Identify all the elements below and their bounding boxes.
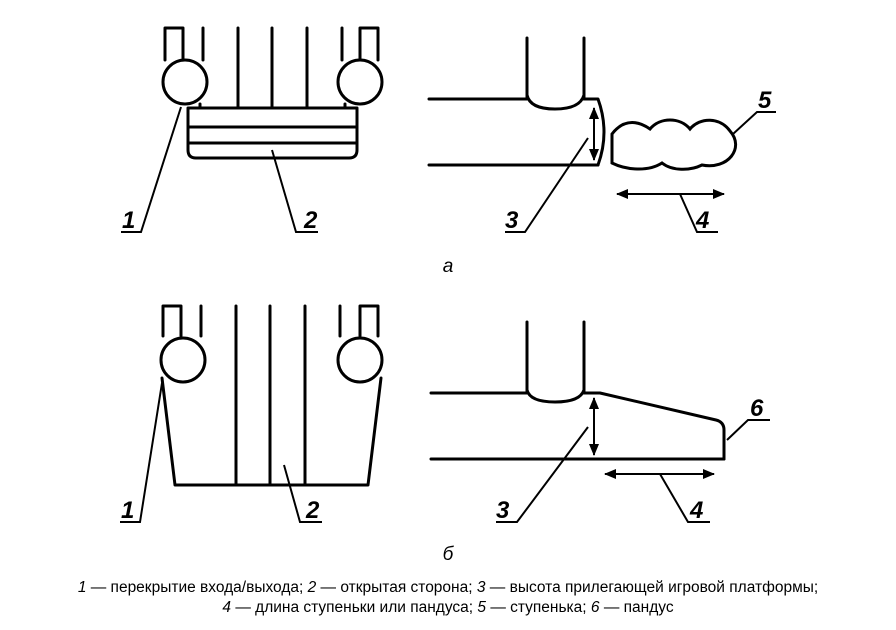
legend-text-6: — пандус [599, 599, 674, 616]
callout-1-a: 1 [122, 207, 135, 234]
ramp-outline-b [160, 376, 383, 487]
callout-4-a: 4 [695, 207, 709, 234]
leader-1-b [120, 382, 163, 523]
legend-num-3: 3 [476, 579, 486, 596]
callout-2-b: 2 [305, 497, 320, 524]
step-bumps-a [610, 118, 738, 171]
panel-a-top-view: 1 2 [121, 26, 384, 234]
wall-b [429, 320, 726, 461]
callout-1-b: 1 [121, 497, 134, 524]
post-base-b [525, 388, 586, 404]
post-right-a [336, 58, 384, 106]
legend-num-1: 1 [77, 579, 87, 596]
leader-3-a [505, 137, 589, 233]
legend-text-3: — высота прилегающей игровой платформы; [485, 579, 819, 596]
post-right-b [336, 336, 384, 384]
leader-5-a [732, 111, 776, 135]
figure-caption: 1 — перекрытие входа/выхода; 2 — открыта… [0, 578, 896, 618]
step-outline-a [186, 106, 359, 160]
callout-2-a: 2 [303, 207, 318, 234]
callout-6-b: 6 [750, 395, 764, 422]
callout-3-a: 3 [505, 207, 519, 234]
leader-3-b [496, 426, 589, 523]
callout-4-b: 4 [689, 497, 703, 524]
leader-2-b [283, 464, 322, 523]
callout-3-b: 3 [496, 497, 510, 524]
legend-num-4: 4 [222, 599, 232, 616]
legend-num-2: 2 [307, 579, 317, 596]
panel-b-top-view: 1 2 [120, 304, 384, 524]
railing-bars-b [161, 304, 380, 487]
callout-5-a: 5 [758, 87, 772, 114]
legend-text-2: — открытая сторона; [316, 579, 477, 596]
legend-text-1: — перекрытие входа/выхода; [86, 579, 308, 596]
ramp-b [582, 391, 726, 461]
post-base-a [525, 93, 586, 111]
leader-6-b [726, 419, 770, 441]
leader-2-a [271, 149, 318, 233]
legend-num-6: 6 [590, 599, 600, 616]
legend-num-5: 5 [477, 599, 487, 616]
panel-a-side-view: 3 4 5 [427, 36, 776, 234]
subfigure-label-a: а [443, 256, 454, 277]
caption-line-1: 1 — перекрытие входа/выхода; 2 — открыта… [0, 578, 896, 598]
panel-b-side-view: 3 4 6 [429, 320, 770, 524]
caption-line-2: 4 — длина ступеньки или пандуса; 5 — сту… [0, 598, 896, 618]
leader-4-a [679, 193, 718, 233]
post-left-b [159, 336, 207, 384]
platform-end-a [582, 97, 606, 167]
legend-text-4: — длина ступеньки или пандуса; [231, 599, 478, 616]
diagram-svg: 1 2 3 4 5 а 1 2 [120, 26, 776, 565]
legend-text-5: — ступенька; [486, 599, 591, 616]
leader-4-b [659, 473, 710, 523]
subfigure-label-b: б [443, 544, 455, 565]
leader-1-a [121, 106, 182, 233]
post-left-a [161, 58, 209, 106]
wall-a [427, 36, 600, 167]
